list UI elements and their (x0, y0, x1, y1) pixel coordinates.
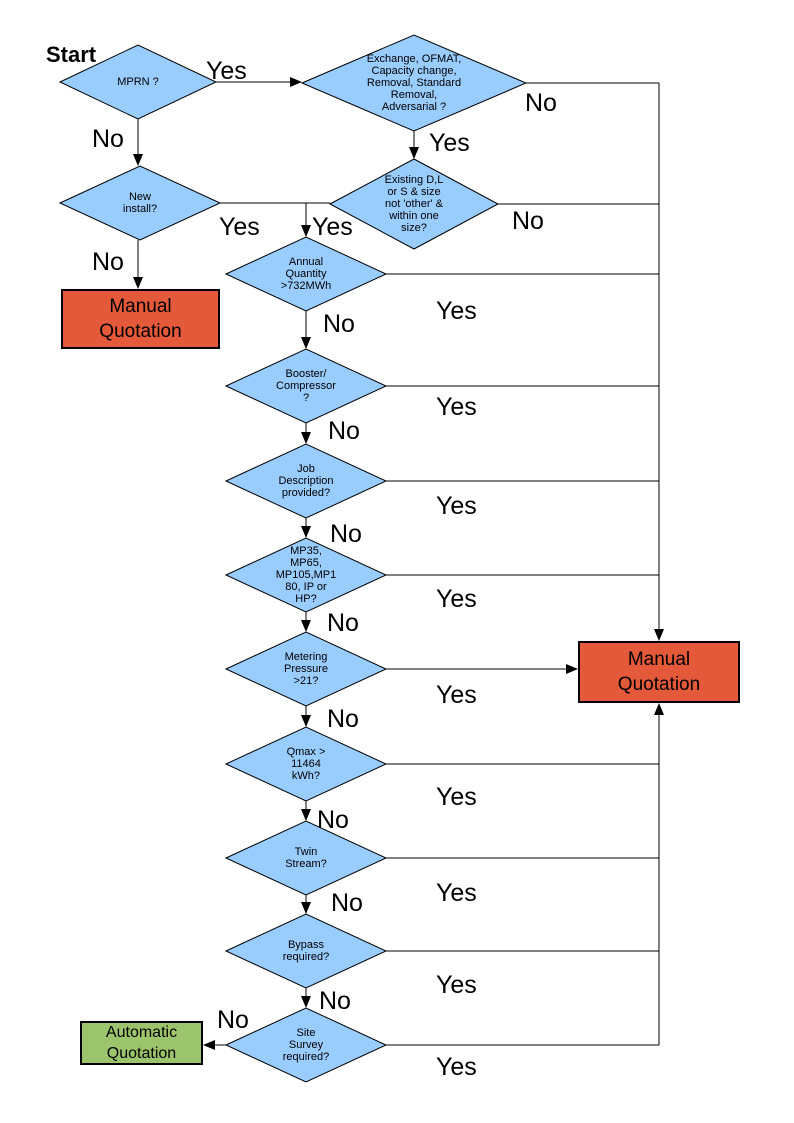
edge-label-bypass-yes: Yes (436, 971, 477, 999)
decision-existing-shape (328, 158, 500, 250)
edge-label-mprn-no: No (92, 125, 124, 153)
edge-label-job-yes: Yes (436, 492, 477, 520)
decision-exchange-shape (300, 34, 528, 132)
edge-label-job-no: No (330, 520, 362, 548)
edge-label-mprn-yes: Yes (206, 57, 247, 85)
edge-label-site-no: No (217, 1006, 249, 1034)
terminal-manual-quotation-right: Manual Quotation (578, 641, 740, 703)
decision-metering-shape (224, 631, 388, 707)
edge-label-exchange-no: No (525, 89, 557, 117)
edge-label-exchange-yes: Yes (429, 129, 470, 157)
edge-label-twin-no: No (331, 889, 363, 917)
edge-label-site-yes: Yes (436, 1053, 477, 1081)
decision-new-install-shape (58, 165, 222, 241)
edge-label-twin-yes: Yes (436, 879, 477, 907)
edge-label-new-install-no: No (92, 248, 124, 276)
decision-site-shape (224, 1007, 388, 1083)
edge-label-qmax-no: No (317, 806, 349, 834)
edge-label-existing-no: No (512, 207, 544, 235)
edge-label-annual-no: No (323, 310, 355, 338)
decision-mp-shape (224, 537, 388, 613)
decision-booster-shape (224, 348, 388, 424)
decision-annual-shape (224, 236, 388, 312)
edge-label-new-install-yes: Yes (219, 213, 260, 241)
edge-label-qmax-yes: Yes (436, 783, 477, 811)
decision-mprn-shape (58, 44, 218, 120)
terminal-manual-quotation-left: Manual Quotation (61, 289, 220, 349)
edge-label-mp-yes: Yes (436, 585, 477, 613)
edge-label-existing-yes: Yes (312, 213, 353, 241)
edge-label-metering-no: No (327, 705, 359, 733)
decision-twin-shape (224, 820, 388, 896)
decision-job-shape (224, 443, 388, 519)
edge-label-annual-yes: Yes (436, 297, 477, 325)
edge-label-metering-yes: Yes (436, 681, 477, 709)
decision-qmax-shape (224, 726, 388, 802)
decision-bypass-shape (224, 913, 388, 989)
edge-label-bypass-no: No (319, 987, 351, 1015)
edge-label-booster-no: No (328, 417, 360, 445)
edge-label-mp-no: No (327, 609, 359, 637)
start-label: Start (46, 42, 97, 67)
terminal-automatic-quotation: Automatic Quotation (80, 1021, 203, 1065)
edge-label-booster-yes: Yes (436, 393, 477, 421)
